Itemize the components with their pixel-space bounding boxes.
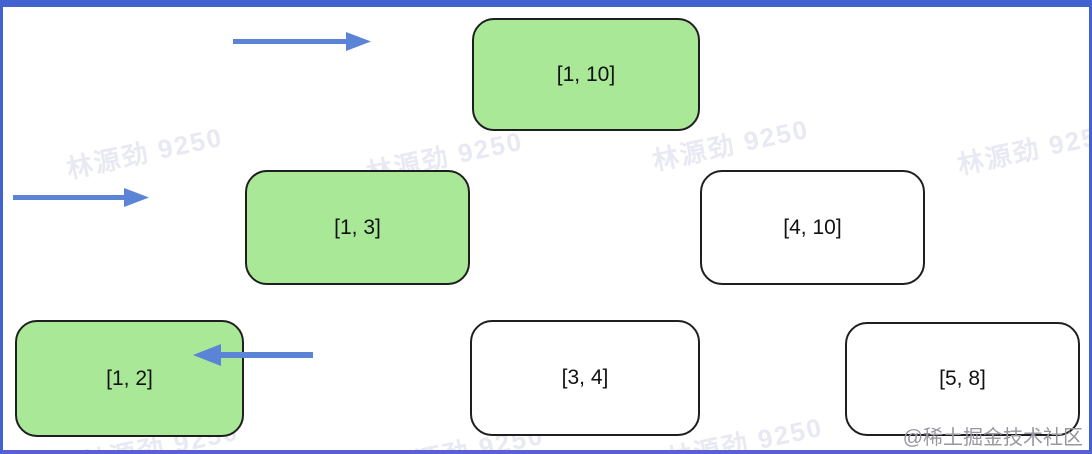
tree-node-4-10: [4, 10] xyxy=(700,170,925,285)
node-label: [5, 8] xyxy=(939,367,986,390)
tree-node-1-3: [1, 3] xyxy=(245,170,470,285)
community-watermark: @稀土掘金技术社区 xyxy=(902,427,1083,449)
node-label: [1, 3] xyxy=(334,215,381,239)
node-label: [1, 2] xyxy=(106,366,153,390)
tree-node-1-10: [1, 10] xyxy=(472,18,700,131)
node-label: [4, 10] xyxy=(783,215,842,239)
node-label: [1, 10] xyxy=(556,62,616,86)
watermark-text: 林源劲 9250 xyxy=(63,121,226,185)
tree-node-5-8: [5, 8] xyxy=(845,322,1080,436)
tree-node-3-4: [3, 4] xyxy=(470,320,700,436)
arrow-right-icon xyxy=(233,29,371,53)
arrow-left-icon xyxy=(193,341,313,369)
watermark-text: 林源劲 9250 xyxy=(954,117,1092,181)
node-label: [3, 4] xyxy=(561,366,609,389)
tree-node-1-2: [1, 2] xyxy=(15,320,244,437)
arrow-right-icon xyxy=(13,185,149,209)
